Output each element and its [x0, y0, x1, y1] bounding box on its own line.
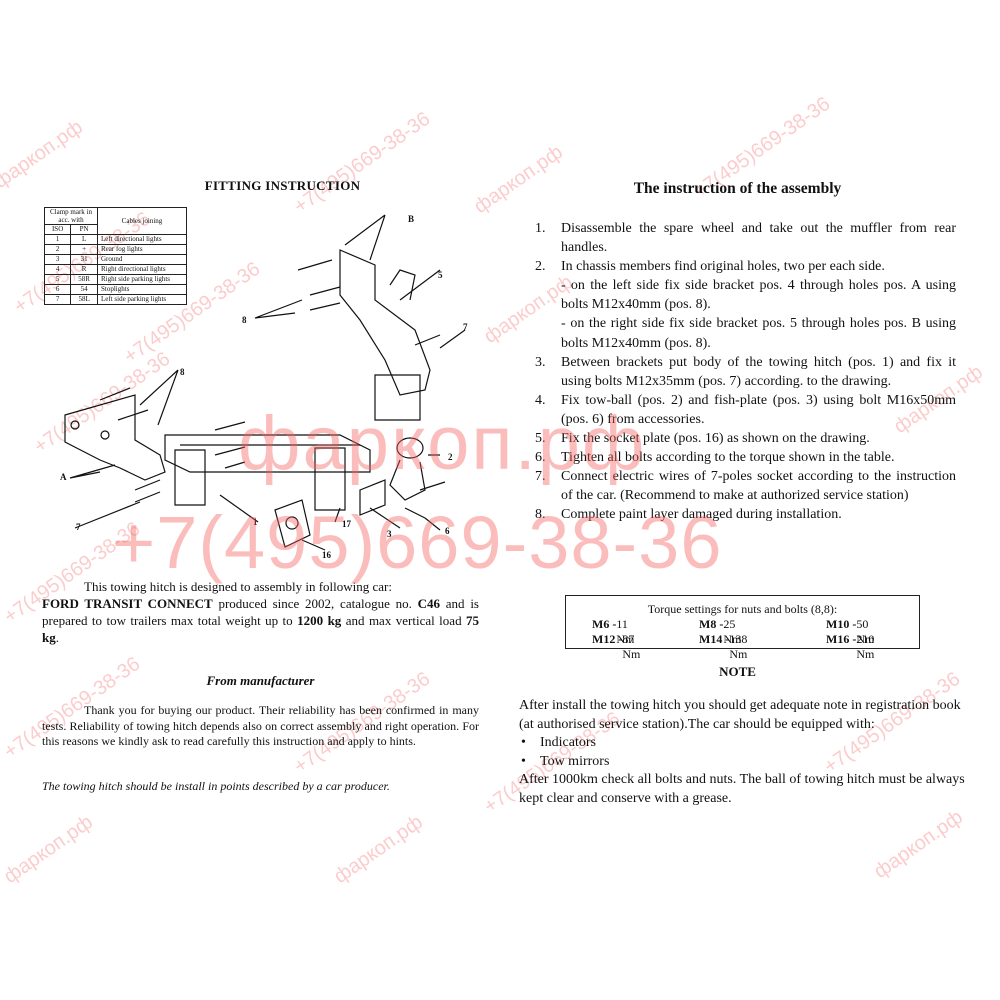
socket-plate-shape [274, 499, 311, 548]
diagram-label: 3 [387, 529, 392, 539]
step-subtext: - on the right side fix side bracket pos… [561, 316, 956, 351]
car-text-part: . [55, 630, 59, 645]
left-plate-shape [174, 449, 206, 506]
note-text: After 1000km check all bolts and nuts. T… [519, 772, 965, 806]
watermark-brand: фаркоп.рф [238, 401, 647, 486]
watermark-small: фаркоп.рф [470, 141, 567, 219]
step-text: In chassis members find original holes, … [561, 259, 885, 275]
note-body: After install the towing hitch you shoul… [519, 697, 969, 808]
tow-ball-shape [396, 437, 424, 459]
vertical-load: 75 kg [42, 613, 480, 645]
watermark-small: фаркоп.рф [870, 806, 967, 884]
car-description: This towing hitch is designed to assembl… [42, 578, 479, 646]
manufacturer-text: Thank you for buying our product. Their … [42, 703, 479, 748]
step-number: 8. [535, 507, 546, 523]
diagram-label: 8 [180, 367, 185, 377]
diagram-label: 6 [445, 526, 450, 536]
cables-table: Clamp mark in acc. with Cables joining I… [43, 207, 187, 305]
torque-table: Torque settings for nuts and bolts (8,8)… [565, 595, 920, 661]
step-item: 6. Tighten all bolts according to the tor… [519, 448, 956, 467]
step-item: 5. Fix the socket plate (pos. 16) as show… [519, 429, 956, 448]
towbar-exploded-diagram: B 5 7 8 8 A 2 7 1 17 3 6 16 [60, 214, 468, 560]
step-text: Connect electric wires of 7-poles socket… [561, 469, 956, 504]
manufacturer-title: From manufacturer [206, 673, 315, 688]
step-item: 8. Complete paint layer damaged during in… [519, 505, 956, 524]
step-item: 3. Between brackets put body of the towin… [519, 353, 956, 391]
torque-item: M6 - 11 Nm [592, 617, 635, 646]
step-text: Between brackets put body of the towing … [561, 354, 956, 389]
car-details: FORD TRANSIT CONNECT produced since 2002… [42, 595, 479, 646]
fitting-instruction-title: FITTING INSTRUCTION [204, 178, 361, 193]
step-text: Complete paint layer damaged during inst… [561, 507, 842, 523]
note-text: After install the towing hitch you shoul… [519, 698, 961, 732]
step-number: 7. [535, 469, 546, 485]
watermark-small: фаркоп.рф [330, 811, 427, 889]
car-text-part: produced since 2002, catalogue no. [212, 596, 418, 611]
step-item: 4. Fix tow-ball (pos. 2) and fish-plate (… [519, 391, 956, 429]
table-cell-iso: 7 [43, 294, 72, 305]
assembly-title: The instruction of the assembly [633, 180, 842, 197]
step-number: 4. [535, 392, 546, 408]
step-item: 2. In chassis members find original holes… [519, 257, 956, 352]
right-bracket-shape [339, 249, 431, 396]
list-item: Tow mirrors [519, 753, 969, 772]
right-plate-shape [314, 447, 346, 511]
diagram-label: B [408, 214, 414, 224]
equipment-list: Indicators Tow mirrors [519, 734, 969, 771]
torque-title: Torque settings for nuts and bolts (8,8)… [647, 602, 838, 616]
main-beam-shape [164, 434, 371, 473]
step-number: 5. [535, 431, 546, 447]
step-text: Fix tow-ball (pos. 2) and fish-plate (po… [561, 392, 956, 427]
torque-item: M10 - 50 Nm [826, 617, 875, 646]
watermark-phone: +7(495)669-38-36 [112, 501, 723, 584]
torque-row: M12 - 87 Nm M14 - 138 Nm M16 - 210 Nm [566, 632, 919, 661]
car-text-part: and max vertical load [341, 613, 467, 628]
manufacturer-note: The towing hitch should be install in po… [42, 779, 390, 793]
note-title: NOTE [719, 664, 756, 679]
diagram-label: 7 [463, 322, 468, 332]
table-cell-desc: Left side parking lights [97, 294, 187, 305]
diagram-label: 1 [253, 517, 258, 527]
diagram-label: A [60, 472, 67, 482]
diagram-label: 17 [342, 519, 352, 529]
max-weight: 1200 kg [297, 613, 342, 628]
list-item: Indicators [519, 734, 969, 753]
step-number: 2. [535, 259, 546, 275]
diagram-label: 8 [242, 315, 247, 325]
diagram-label: 16 [322, 550, 332, 560]
torque-row: M6 - 11 Nm M8 - 25 Nm M10 - 50 Nm [566, 617, 919, 646]
watermark-small: +7(495)669-38-36 [290, 107, 435, 219]
car-model: FORD TRANSIT CONNECT [42, 596, 213, 611]
torque-item: M12 - 87 Nm [592, 632, 641, 661]
diagram-label: 7 [76, 522, 81, 532]
car-text-part: and is prepared to tow trailers max tota… [42, 596, 479, 628]
step-number: 3. [535, 354, 546, 370]
diagram-label: 5 [438, 270, 443, 280]
watermark-small: фаркоп.рф [0, 811, 97, 889]
torque-item: M14 - 138 Nm [699, 632, 748, 661]
step-text: Disassemble the spare wheel and take out… [561, 221, 956, 256]
torque-item: M8 - 25 Nm [699, 617, 742, 646]
diagram-label: 2 [448, 452, 453, 462]
step-number: 6. [535, 450, 546, 466]
car-intro: This towing hitch is designed to assembl… [84, 579, 392, 594]
torque-item: M16 - 210 Nm [826, 632, 875, 661]
step-text: Fix the socket plate (pos. 16) as shown … [561, 431, 870, 447]
catalogue-number: C46 [417, 596, 441, 611]
step-item: 7. Connect electric wires of 7-poles sock… [519, 467, 956, 505]
assembly-steps: 1. Disassemble the spare wheel and take o… [519, 219, 956, 525]
step-subtext: - on the left side fix side bracket pos.… [561, 278, 956, 313]
step-number: 1. [535, 221, 546, 236]
step-item: 1. Disassemble the spare wheel and take o… [519, 219, 956, 257]
watermark-small: фаркоп.рф [0, 116, 87, 194]
step-text: Tighten all bolts according to the torqu… [561, 450, 895, 466]
left-bracket-shape [64, 394, 166, 481]
